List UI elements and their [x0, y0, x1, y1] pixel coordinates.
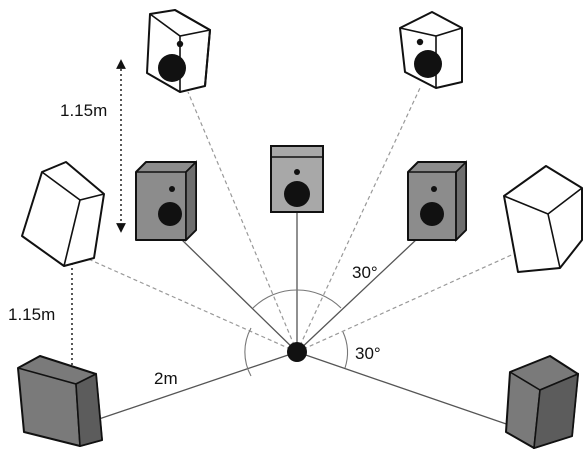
woofer-circle [284, 181, 310, 207]
speaker-center [270, 145, 324, 213]
arc-front-left [252, 289, 298, 309]
angle-label-inner: 30° [352, 263, 378, 282]
angle-label-outer: 30° [355, 344, 381, 363]
tweeter-dot [169, 186, 175, 192]
dashed-line-top-left [187, 91, 298, 353]
dashed-line-top-right [296, 87, 421, 353]
tweeter-dot [416, 38, 424, 46]
woofer-circle [420, 202, 444, 226]
line-rear-left [95, 351, 298, 421]
radius-label: 2m [154, 369, 178, 388]
speaker-front-right [407, 160, 467, 242]
dashed-line-side-right [296, 251, 519, 353]
spacing-label-lower: 1.15m [8, 305, 56, 324]
woofer-circle [158, 54, 186, 82]
speaker-top-left [146, 9, 212, 93]
speaker-rear-right [505, 355, 579, 449]
solid-guide-lines [95, 212, 513, 427]
speaker-top-right [399, 11, 463, 89]
speaker-front-left [135, 160, 197, 242]
arc-front-right [296, 289, 342, 309]
line-front-left [179, 237, 298, 353]
woofer-circle [158, 202, 182, 226]
dashed-guide-lines [85, 87, 519, 353]
arc-left-wide [244, 327, 252, 377]
speaker-side-right [503, 165, 583, 273]
speaker-rear-left [17, 355, 103, 448]
line-front-right [296, 237, 419, 353]
listening-position-dot [287, 342, 307, 362]
dashed-line-side-left [85, 257, 298, 353]
woofer-circle [414, 50, 442, 78]
tweeter-dot [294, 169, 300, 175]
arc-right-wide [342, 331, 348, 369]
line-rear-right [296, 351, 513, 427]
spacing-label-upper: 1.15m [60, 101, 108, 120]
tweeter-dot [431, 186, 437, 192]
speaker-side-left [21, 161, 105, 267]
angle-arcs [244, 289, 348, 377]
tweeter-dot [176, 40, 184, 48]
